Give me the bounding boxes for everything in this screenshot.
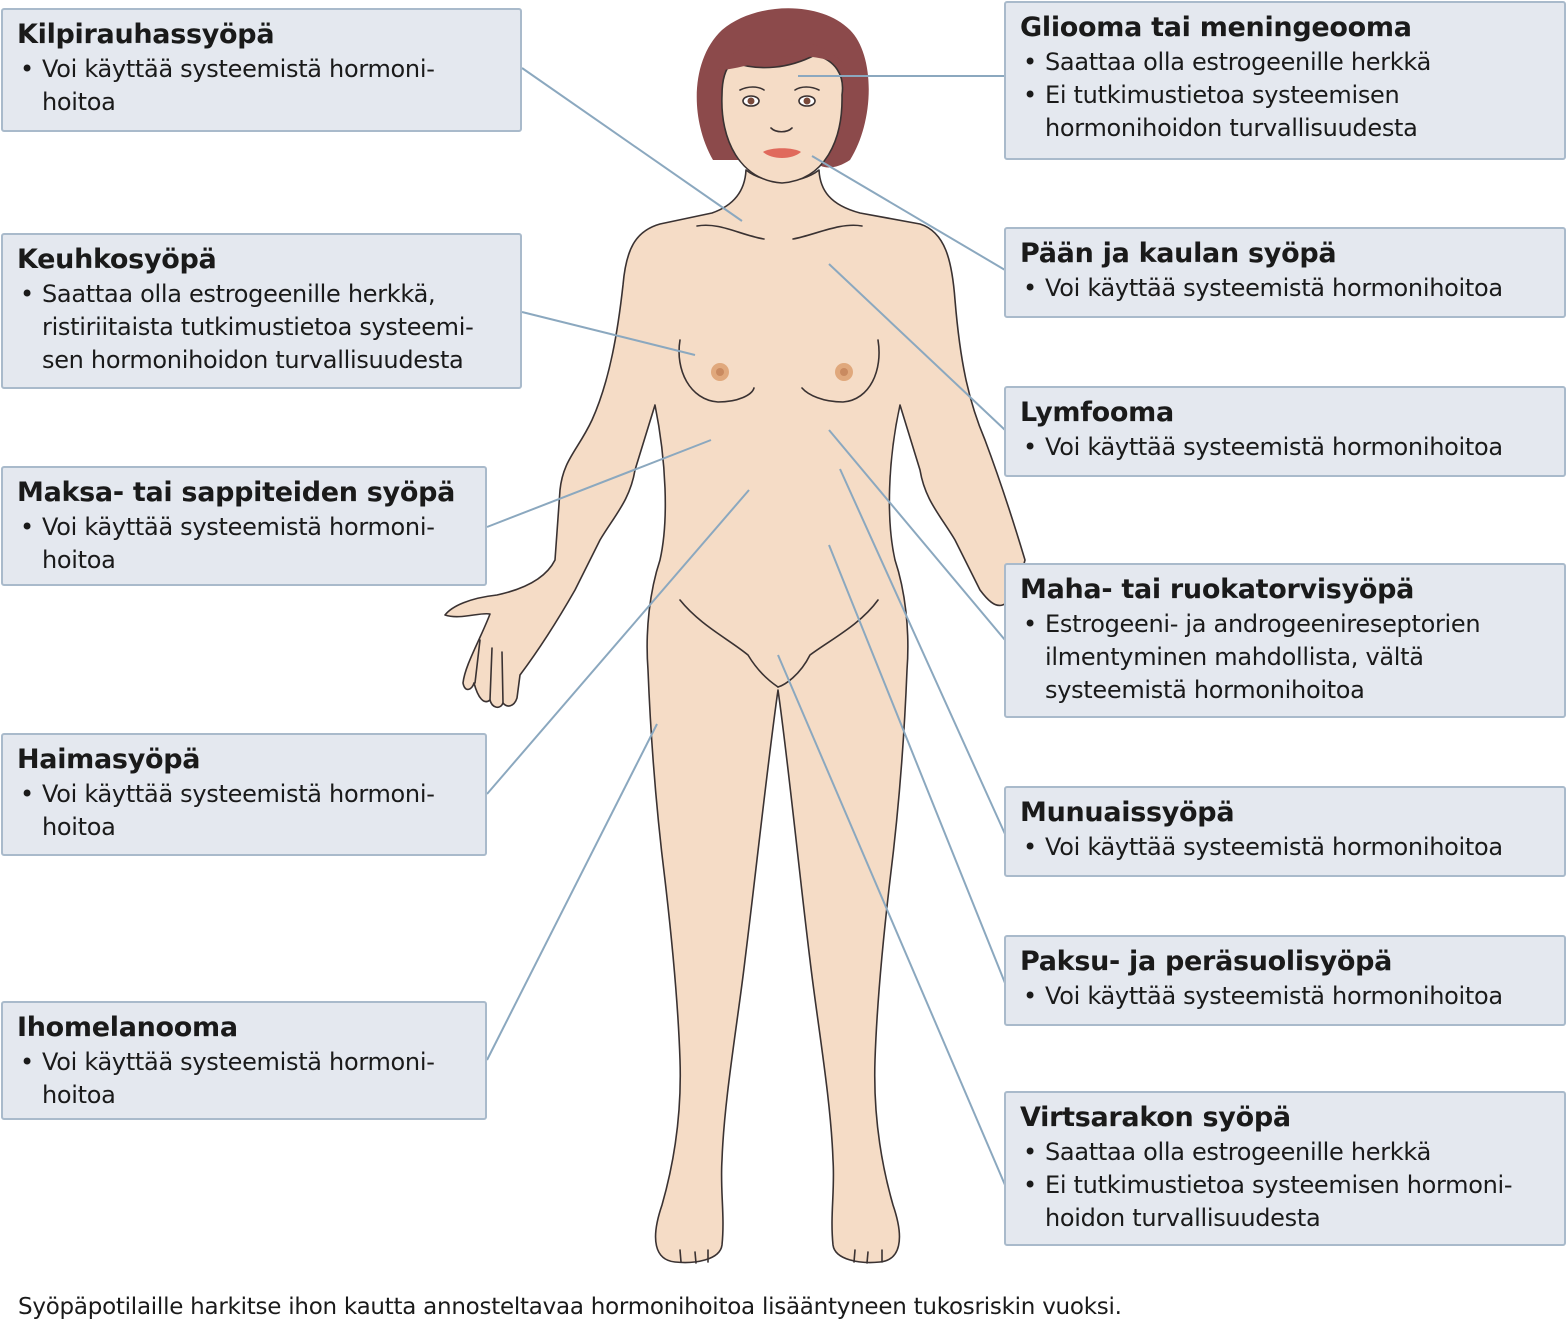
info-box-haimasyopa: Haimasyöpä Voi käyttää systeemistä hormo… — [1, 733, 487, 856]
box-bullet: Ei tutkimustietoa systeemisen hormoni- h… — [1020, 1169, 1552, 1235]
info-box-maha-tai-ruokatorvisyopa: Maha- tai ruokatorvisyöpä Estrogeeni- ja… — [1004, 563, 1566, 718]
box-title: Ihomelanooma — [17, 1012, 238, 1043]
box-bullet: Saattaa olla estrogeenille herkkä, risti… — [17, 278, 508, 377]
box-bullet: Ei tutkimustietoa systeemisen hormonihoi… — [1020, 79, 1552, 145]
leader-maksa — [486, 439, 712, 528]
box-bullet: Voi käyttää systeemistä hormonihoitoa — [1020, 980, 1552, 1013]
info-box-munuaissyopa: Munuaissyöpä Voi käyttää systeemistä hor… — [1004, 786, 1566, 877]
box-title: Haimasyöpä — [17, 744, 201, 775]
box-title: Munuaissyöpä — [1020, 797, 1235, 828]
leader-kilpirauhassyopa — [521, 67, 743, 222]
footnote: Syöpäpotilaille harkitse ihon kautta ann… — [18, 1294, 1122, 1320]
mouth — [763, 148, 801, 158]
box-title: Maha- tai ruokatorvisyöpä — [1020, 574, 1415, 605]
info-box-keuhkosyopa: Keuhkosyöpä Saattaa olla estrogeenille h… — [1, 233, 522, 389]
box-bullet: Voi käyttää systeemistä hormonihoitoa — [1020, 831, 1552, 864]
box-bullet: Voi käyttää systeemistä hormoni- hoitoa — [17, 53, 508, 119]
leader-lymfooma — [828, 263, 1006, 431]
box-title: Keuhkosyöpä — [17, 244, 217, 275]
leader-keuhkosyopa — [521, 311, 696, 356]
info-box-ihomelanooma: Ihomelanooma Voi käyttää systeemistä hor… — [1, 1001, 487, 1120]
info-box-gliooma-tai-meningeooma: Gliooma tai meningeooma Saattaa olla est… — [1004, 1, 1566, 160]
info-box-lymfooma: Lymfooma Voi käyttää systeemistä hormoni… — [1004, 386, 1566, 477]
box-bullet: Voi käyttää systeemistä hormoni- hoitoa — [17, 778, 473, 844]
leader-haimasyopa — [486, 489, 750, 795]
box-bullet: Saattaa olla estrogeenille herkkä — [1020, 46, 1552, 79]
box-title: Virtsarakon syöpä — [1020, 1102, 1291, 1133]
leader-munuaissyopa — [839, 468, 1006, 835]
info-box-maksa-tai-sappiteiden-syopa: Maksa- tai sappiteiden syöpä Voi käyttää… — [1, 466, 487, 586]
box-title: Gliooma tai meningeooma — [1020, 12, 1412, 43]
box-title: Lymfooma — [1020, 397, 1174, 428]
box-bullet: Saattaa olla estrogeenille herkkä — [1020, 1136, 1552, 1169]
leader-virtsarakko — [777, 654, 1006, 1186]
info-box-paan-ja-kaulan-syopa: Pään ja kaulan syöpä Voi käyttää systeem… — [1004, 227, 1566, 318]
leader-lines — [486, 67, 1006, 1186]
box-bullet: Estrogeeni- ja androgeenireseptorien ilm… — [1020, 608, 1552, 707]
leader-paksu — [828, 544, 1006, 984]
box-title: Maksa- tai sappiteiden syöpä — [17, 477, 456, 508]
box-title: Paksu- ja peräsuolisyöpä — [1020, 946, 1393, 977]
info-box-virtsarakon-syopa: Virtsarakon syöpä Saattaa olla estrogeen… — [1004, 1091, 1566, 1246]
box-bullet: Voi käyttää systeemistä hormoni- hoitoa — [17, 511, 473, 577]
human-body-illustration — [444, 8, 1026, 1264]
box-bullet: Voi käyttää systeemistä hormoni- hoitoa — [17, 1046, 473, 1112]
leader-paan-ja-kaulan — [811, 155, 1006, 271]
body-silhouette — [444, 169, 1026, 1264]
info-box-paksu-ja-perasuolisyopa: Paksu- ja peräsuolisyöpä Voi käyttää sys… — [1004, 935, 1566, 1026]
leader-ihomelanooma — [486, 723, 658, 1061]
hair-bangs — [718, 39, 848, 70]
leader-maha — [828, 429, 1006, 641]
box-bullet: Voi käyttää systeemistä hormonihoitoa — [1020, 431, 1552, 464]
box-title: Pään ja kaulan syöpä — [1020, 238, 1337, 269]
box-title: Kilpirauhassyöpä — [17, 19, 275, 50]
info-box-kilpirauhassyopa: Kilpirauhassyöpä Voi käyttää systeemistä… — [1, 8, 522, 132]
box-bullet: Voi käyttää systeemistä hormonihoitoa — [1020, 272, 1552, 305]
